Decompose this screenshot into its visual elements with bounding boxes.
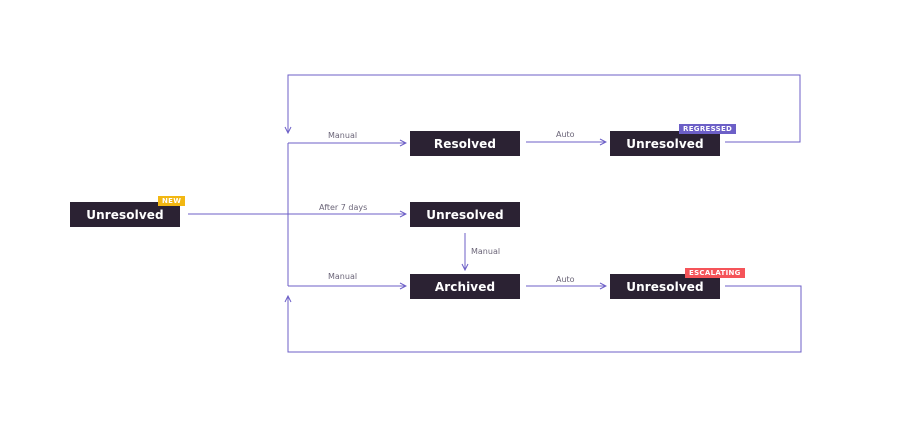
edge-label-auto-regressed: Auto <box>556 130 575 139</box>
node-resolved: Resolved <box>410 131 520 156</box>
node-label: Unresolved <box>626 279 704 294</box>
edge-label-manual-down: Manual <box>471 247 501 256</box>
edge-label-auto-escalating: Auto <box>556 275 575 284</box>
node-label: Resolved <box>433 136 497 151</box>
node-unresolved-new: Unresolved <box>70 202 180 227</box>
node-unresolved-escalating: Unresolved <box>610 274 720 299</box>
badge-new: NEW <box>158 196 186 206</box>
badge-escalating: ESCALATING <box>685 268 745 278</box>
node-label: Unresolved <box>626 136 704 151</box>
edge-label-manual-archived: Manual <box>328 272 358 281</box>
edge-label-manual-resolved: Manual <box>328 131 358 140</box>
node-unresolved-regressed: Unresolved <box>610 131 720 156</box>
node-label: Unresolved <box>86 207 164 222</box>
badge-regressed: REGRESSED <box>679 124 737 134</box>
node-label: Unresolved <box>426 207 504 222</box>
node-unresolved-after-days: Unresolved <box>410 202 520 227</box>
node-archived: Archived <box>410 274 520 299</box>
edge-regressed-loop <box>288 74 801 143</box>
node-label: Archived <box>434 279 496 294</box>
edge-label-after-7-days: After 7 days <box>319 203 368 212</box>
edge-escalating-loop <box>288 285 802 353</box>
